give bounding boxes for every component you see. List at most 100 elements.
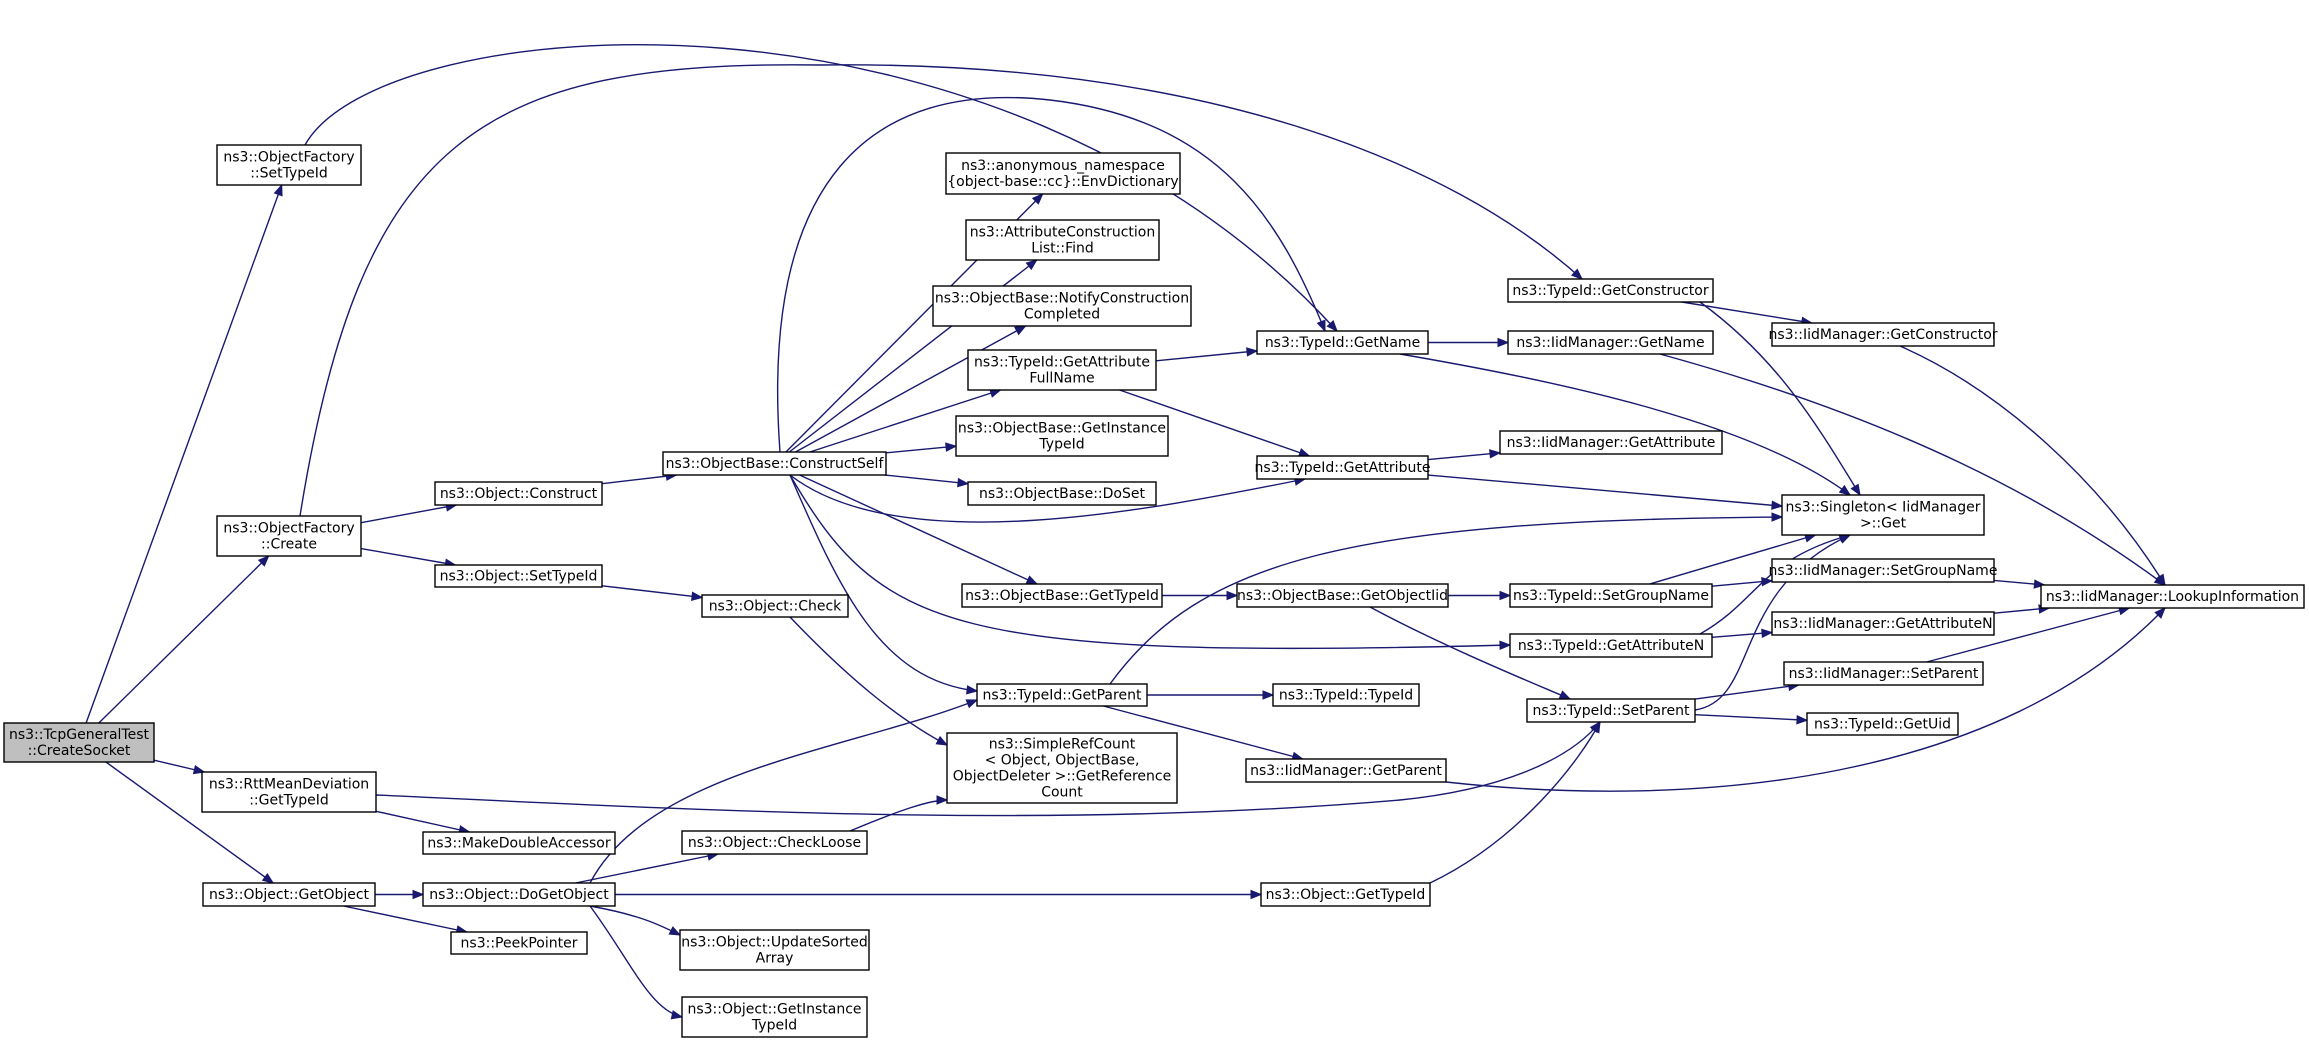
node-box[interactable] (202, 882, 376, 907)
node-objGetTypeId[interactable]: ns3::Object::GetTypeId (1260, 882, 1431, 907)
node-objConstruct[interactable]: ns3::Object::Construct (434, 481, 603, 506)
node-box[interactable] (1507, 330, 1714, 355)
node-box[interactable] (2040, 584, 2305, 609)
node-makeDouble[interactable]: ns3::MakeDoubleAccessor (422, 831, 616, 855)
node-obGetTypeId[interactable]: ns3::ObjectBase::GetTypeId (961, 583, 1163, 608)
node-getUid[interactable]: ns3::TypeId::GetUid (1806, 712, 1959, 736)
node-box[interactable] (1771, 558, 1995, 583)
node-box[interactable] (201, 771, 377, 813)
node-box[interactable] (1256, 455, 1429, 480)
node-box[interactable] (1771, 611, 1995, 636)
node-setParent[interactable]: ns3::TypeId::SetParent (1526, 698, 1696, 723)
node-label: Count (1041, 785, 1083, 801)
node-box[interactable] (946, 732, 1178, 804)
node-iidSetGroupName[interactable]: ns3::IidManager::SetGroupName (1769, 558, 1998, 583)
node-box[interactable] (967, 349, 1157, 391)
edge-constructSelf-to-getParent (789, 474, 979, 695)
node-box[interactable] (701, 594, 849, 618)
node-box[interactable] (1526, 698, 1696, 723)
node-singletonGet[interactable]: ns3::Singleton< IidManager>::Get (1781, 494, 1985, 536)
edge-getParent-to-typeIdCtor (1147, 690, 1275, 700)
node-box[interactable] (216, 515, 362, 557)
edge-arrowhead (1489, 449, 1502, 459)
node-envDict[interactable]: ns3::anonymous_namespace{object-base::cc… (945, 152, 1181, 195)
node-objCheck[interactable]: ns3::Object::Check (701, 594, 849, 618)
edge-rttGetTypeId-to-makeDouble (375, 810, 471, 835)
node-box[interactable] (422, 882, 616, 907)
node-box[interactable] (3, 722, 155, 763)
node-iidGetAttribute[interactable]: ns3::IidManager::GetAttribute (1499, 430, 1723, 455)
node-doSet[interactable]: ns3::ObjectBase::DoSet (967, 481, 1157, 506)
node-box[interactable] (662, 451, 887, 476)
node-label: ns3::ObjectFactory (223, 521, 354, 537)
node-box[interactable] (434, 564, 603, 588)
node-box[interactable] (1256, 330, 1429, 355)
edge-getObjectIid-to-setGroupName (1448, 590, 1512, 601)
node-box[interactable] (1260, 882, 1431, 907)
node-setGroupName[interactable]: ns3::TypeId::SetGroupName (1509, 583, 1713, 608)
node-box[interactable] (422, 831, 616, 855)
node-getParent[interactable]: ns3::TypeId::GetParent (976, 683, 1148, 707)
node-box[interactable] (1783, 661, 1984, 686)
node-rttGetTypeId[interactable]: ns3::RttMeanDeviation::GetTypeId (201, 771, 377, 813)
node-peekPointer[interactable]: ns3::PeekPointer (450, 931, 588, 955)
node-iidSetParent[interactable]: ns3::IidManager::SetParent (1783, 661, 1984, 686)
edge-arrowhead (2033, 579, 2046, 589)
node-iidGetParent[interactable]: ns3::IidManager::GetParent (1245, 758, 1447, 783)
node-box[interactable] (945, 152, 1181, 195)
edge-ofCreate-to-objConstruct (360, 502, 458, 524)
node-notifyConstr[interactable]: ns3::ObjectBase::NotifyConstructionCompl… (932, 285, 1192, 327)
node-lookupInfo[interactable]: ns3::IidManager::LookupInformation (2040, 584, 2305, 609)
node-box[interactable] (1236, 583, 1449, 608)
node-getConstructor[interactable]: ns3::TypeId::GetConstructor (1507, 278, 1714, 303)
node-typeIdCtor[interactable]: ns3::TypeId::TypeId (1272, 683, 1420, 707)
node-box[interactable] (1509, 583, 1713, 608)
node-simpleRef[interactable]: ns3::SimpleRefCount< Object, ObjectBase,… (946, 732, 1178, 804)
node-box[interactable] (1499, 430, 1723, 455)
node-box[interactable] (976, 683, 1148, 707)
node-box[interactable] (1771, 322, 1995, 347)
node-box[interactable] (932, 285, 1192, 327)
node-objSetTypeId[interactable]: ns3::Object::SetTypeId (434, 564, 603, 588)
edge-arrowhead (257, 555, 270, 567)
node-checkLoose[interactable]: ns3::Object::CheckLoose (681, 830, 868, 855)
node-box[interactable] (1806, 712, 1959, 736)
node-ofCreate[interactable]: ns3::ObjectFactory::Create (216, 515, 362, 557)
node-root[interactable]: ns3::TcpGeneralTest::CreateSocket (3, 722, 155, 763)
node-doGetObject[interactable]: ns3::Object::DoGetObject (422, 882, 616, 907)
node-constructSelf[interactable]: ns3::ObjectBase::ConstructSelf (662, 451, 887, 476)
node-box[interactable] (1272, 683, 1420, 707)
node-box[interactable] (1509, 633, 1713, 658)
node-box[interactable] (1507, 278, 1714, 303)
node-iidGetAttributeN[interactable]: ns3::IidManager::GetAttributeN (1771, 611, 1995, 636)
node-objGetObject[interactable]: ns3::Object::GetObject (202, 882, 376, 907)
node-ofSetTypeId[interactable]: ns3::ObjectFactory::SetTypeId (216, 144, 362, 186)
node-box[interactable] (967, 481, 1157, 506)
node-box[interactable] (434, 481, 603, 506)
node-getObjectIid[interactable]: ns3::ObjectBase::GetObjectIid (1236, 583, 1449, 608)
node-box[interactable] (681, 830, 868, 855)
node-iidGetConstructor[interactable]: ns3::IidManager::GetConstructor (1768, 322, 1998, 347)
node-box[interactable] (961, 583, 1163, 608)
node-getAttribute[interactable]: ns3::TypeId::GetAttribute (1255, 455, 1431, 480)
edge-doGetObject-to-updateSorted (589, 905, 682, 936)
node-box[interactable] (450, 931, 588, 955)
node-label: ::GetTypeId (249, 793, 329, 809)
node-box[interactable] (681, 996, 868, 1038)
node-box[interactable] (679, 929, 870, 971)
node-getName[interactable]: ns3::TypeId::GetName (1256, 330, 1429, 355)
node-box[interactable] (216, 144, 362, 186)
node-getAttributeN[interactable]: ns3::TypeId::GetAttributeN (1509, 633, 1713, 658)
edge-line (360, 504, 457, 524)
edge-root-to-rttGetTypeId (153, 759, 206, 775)
node-box[interactable] (1245, 758, 1447, 783)
node-box[interactable] (1781, 494, 1985, 536)
node-box[interactable] (955, 415, 1169, 457)
node-box[interactable] (965, 219, 1160, 261)
node-iidGetName[interactable]: ns3::IidManager::GetName (1507, 330, 1714, 355)
